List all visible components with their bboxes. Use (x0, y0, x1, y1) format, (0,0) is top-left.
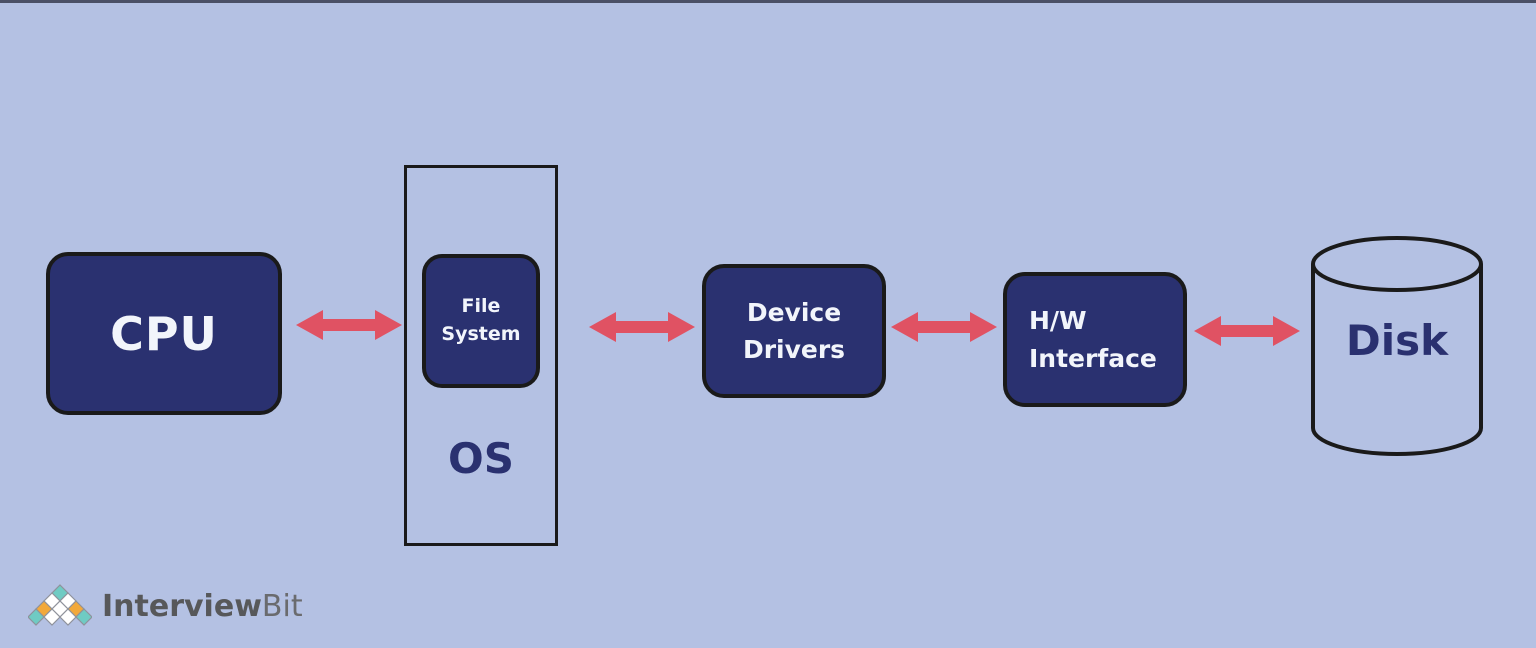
hw-interface-node: H/W Interface (1003, 272, 1187, 407)
double-arrow-hw-disk (1194, 316, 1300, 346)
interviewbit-logo: InterviewBit (28, 584, 303, 628)
cpu-label: CPU (110, 306, 218, 361)
disk-label: Disk (1345, 316, 1449, 365)
logo-text-bold: Interview (102, 588, 262, 624)
double-arrow-cpu-os (296, 310, 402, 340)
device-drivers-node: Device Drivers (702, 264, 886, 398)
pyramid-diamond (43, 608, 61, 626)
os-container-box (404, 165, 558, 546)
disk-node: Disk (1308, 234, 1486, 458)
pyramid-diamond (75, 608, 92, 626)
file-system-node: File System (422, 254, 540, 388)
pyramid-diamond (28, 608, 45, 626)
top-border-strip (0, 0, 1536, 3)
os-label: OS (448, 434, 514, 483)
pyramid-diamond (59, 608, 77, 626)
double-arrow-os-drivers (589, 312, 695, 342)
device-drivers-label: Device Drivers (742, 297, 846, 365)
hw-interface-label: H/W Interface (1029, 306, 1157, 373)
logo-text-light: Bit (261, 588, 303, 624)
disk-cylinder-icon (1311, 236, 1483, 456)
interviewbit-logo-text: InterviewBit (102, 589, 303, 624)
double-arrow-drivers-hw (891, 312, 997, 342)
interviewbit-pyramid-icon (28, 584, 92, 626)
cpu-node: CPU (46, 252, 282, 415)
file-system-label: File System (441, 295, 521, 345)
